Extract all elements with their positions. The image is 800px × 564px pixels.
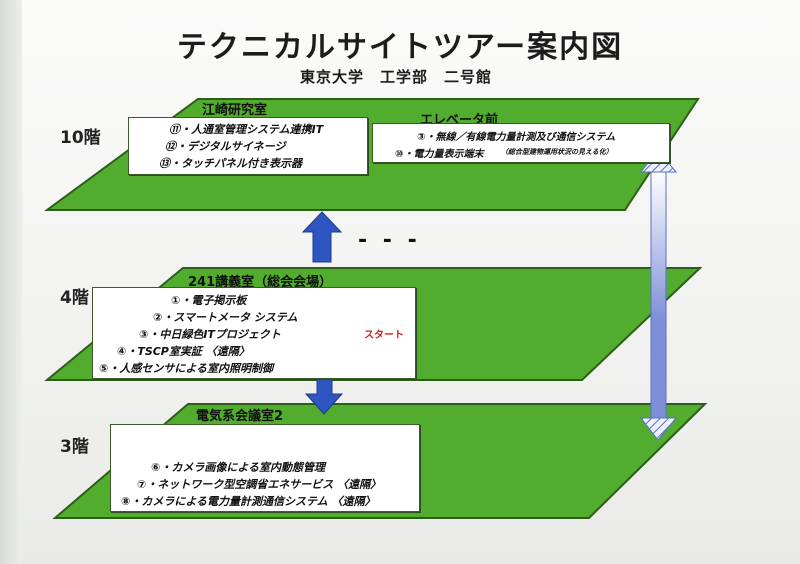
list-item: ⑬・タッチパネル付き表示器 xyxy=(159,157,302,170)
list-item: ③・無線／有線電力量計測及び通信システム xyxy=(417,132,616,143)
room-lecture-241: 241講義室（総会会場） xyxy=(188,275,333,290)
floor-10-label: 10階 xyxy=(60,128,101,148)
floor-10-right-box: ③・無線／有線電力量計測及び通信システム ⑩・電力量表示端末 （総合型建物運用状… xyxy=(372,123,670,163)
list-item: ⑩・電力量表示端末 xyxy=(395,149,484,160)
room-ezaki-lab: 江崎研究室 xyxy=(202,103,268,118)
list-item: ⑤・人感センサによる室内照明制御 xyxy=(99,362,273,375)
list-item: ③・中日緑色ITプロジェクト xyxy=(139,328,281,341)
floor-4-label: 4階 xyxy=(60,288,89,308)
list-item: ⑫・デジタルサイネージ xyxy=(165,140,286,153)
list-item-note: （総合型建物運用状況の見える化） xyxy=(501,148,613,156)
list-item: ②・スマートメータ システム xyxy=(153,311,298,324)
room-ee-meeting-2: 電気系会議室2 xyxy=(196,409,284,424)
list-item: ⑥・カメラ画像による室内動態管理 xyxy=(151,461,325,474)
list-item: ⑦・ネットワーク型空調省エネサービス 〈遠隔〉 xyxy=(137,478,382,491)
floor-3-box: ⑥・カメラ画像による室内動態管理 ⑦・ネットワーク型空調省エネサービス 〈遠隔〉… xyxy=(110,424,420,512)
list-item: ①・電子掲示板 xyxy=(171,294,247,307)
page-title: テクニカルサイトツアー案内図 xyxy=(176,30,624,65)
up-arrow xyxy=(301,211,343,263)
floor-3-label: 3階 xyxy=(60,437,89,457)
list-item: ④・TSCP室実証 〈遠隔〉 xyxy=(117,345,250,358)
paper-edge xyxy=(0,0,22,564)
start-label: スタート xyxy=(364,330,404,341)
list-item: ⑧・カメラによる電力量計測通信システム 〈遠隔〉 xyxy=(121,495,376,508)
continuation-dashes: - - - xyxy=(358,228,421,253)
floor-4-box: ①・電子掲示板 ②・スマートメータ システム ③・中日緑色ITプロジェクト ④・… xyxy=(92,287,416,379)
page-subtitle: 東京大学 工学部 二号館 xyxy=(300,68,493,86)
floor-10-left-box: ⑪・人通室管理システム連携IT ⑫・デジタルサイネージ ⑬・タッチパネル付き表示… xyxy=(128,117,368,175)
list-item: ⑪・人通室管理システム連携IT xyxy=(169,123,324,136)
